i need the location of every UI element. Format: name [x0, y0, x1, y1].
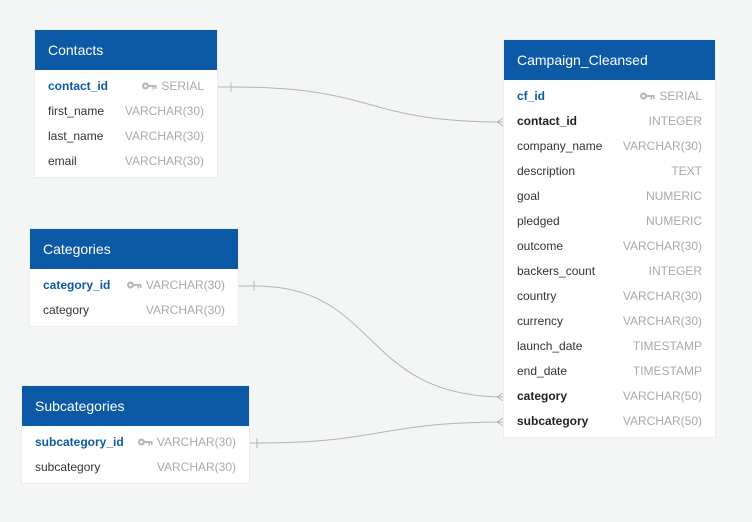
field-last-name[interactable]: last_name VARCHAR(30) [35, 124, 217, 149]
field-name: cf_id [517, 89, 546, 103]
field-name: backers_count [517, 264, 596, 278]
field-goal[interactable]: goal NUMERIC [504, 184, 715, 209]
table-title[interactable]: Subcategories [22, 386, 249, 426]
field-name: contact_id [48, 79, 109, 93]
field-type: INTEGER [648, 114, 702, 128]
field-type: TIMESTAMP [632, 339, 702, 353]
key-icon [141, 81, 157, 91]
field-category[interactable]: category VARCHAR(50) [504, 384, 715, 409]
field-name: email [48, 154, 77, 168]
key-icon [639, 91, 655, 101]
field-category-id[interactable]: category_id VARCHAR(30) [30, 273, 238, 298]
field-contact-id[interactable]: contact_id INTEGER [504, 109, 715, 134]
field-type: VARCHAR(30) [622, 239, 702, 253]
field-backers-count[interactable]: backers_count INTEGER [504, 259, 715, 284]
field-name: subcategory_id [35, 435, 124, 449]
field-type: INTEGER [648, 264, 702, 278]
field-name: category [43, 303, 90, 317]
field-name: subcategory [517, 414, 589, 428]
field-subcategory[interactable]: subcategory VARCHAR(30) [22, 455, 249, 480]
field-pledged[interactable]: pledged NUMERIC [504, 209, 715, 234]
field-name: company_name [517, 139, 603, 153]
field-name: pledged [517, 214, 560, 228]
field-name: description [517, 164, 576, 178]
field-type: NUMERIC [646, 189, 702, 203]
field-type-label: SERIAL [161, 79, 204, 93]
table-title[interactable]: Contacts [35, 30, 217, 70]
field-type: VARCHAR(30) [622, 139, 702, 153]
key-icon [126, 280, 142, 290]
field-name: end_date [517, 364, 568, 378]
field-name: currency [517, 314, 564, 328]
field-type: VARCHAR(30) [145, 303, 225, 317]
field-type: VARCHAR(30) [622, 289, 702, 303]
field-launch-date[interactable]: launch_date TIMESTAMP [504, 334, 715, 359]
table-campaign-cleansed[interactable]: Campaign_Cleansed cf_id SERIAL contact_i… [504, 40, 715, 437]
field-type: VARCHAR(30) [126, 273, 225, 298]
field-type: TEXT [671, 164, 702, 178]
field-name: last_name [48, 129, 104, 143]
key-icon [137, 437, 153, 447]
field-email[interactable]: email VARCHAR(30) [35, 149, 217, 174]
field-type: NUMERIC [646, 214, 702, 228]
field-subcategory[interactable]: subcategory VARCHAR(50) [504, 409, 715, 434]
field-type-label: SERIAL [659, 89, 702, 103]
field-name: category [517, 389, 568, 403]
field-country[interactable]: country VARCHAR(30) [504, 284, 715, 309]
table-title[interactable]: Categories [30, 229, 238, 269]
table-subcategories[interactable]: Subcategories subcategory_id VARCHAR(30)… [22, 386, 249, 483]
field-contact-id[interactable]: contact_id SERIAL [35, 74, 217, 99]
field-type: VARCHAR(30) [622, 314, 702, 328]
link-contacts-campaign [217, 82, 506, 128]
field-outcome[interactable]: outcome VARCHAR(30) [504, 234, 715, 259]
field-type: VARCHAR(50) [622, 414, 702, 428]
field-cf-id[interactable]: cf_id SERIAL [504, 84, 715, 109]
field-first-name[interactable]: first_name VARCHAR(30) [35, 99, 217, 124]
field-name: subcategory [35, 460, 101, 474]
field-type: SERIAL [141, 74, 204, 99]
field-name: country [517, 289, 557, 303]
field-type: VARCHAR(50) [622, 389, 702, 403]
field-name: first_name [48, 104, 105, 118]
field-type: VARCHAR(30) [137, 430, 236, 455]
field-type: VARCHAR(30) [124, 129, 204, 143]
field-name: goal [517, 189, 540, 203]
field-category[interactable]: category VARCHAR(30) [30, 298, 238, 323]
table-categories[interactable]: Categories category_id VARCHAR(30) categ… [30, 229, 238, 326]
link-subcategories-campaign [249, 416, 506, 448]
field-description[interactable]: description TEXT [504, 159, 715, 184]
field-name: launch_date [517, 339, 583, 353]
table-contacts[interactable]: Contacts contact_id SERIAL first_name VA… [35, 30, 217, 177]
field-name: outcome [517, 239, 564, 253]
field-name: category_id [43, 278, 111, 292]
field-type: VARCHAR(30) [124, 154, 204, 168]
field-type: VARCHAR(30) [124, 104, 204, 118]
field-name: contact_id [517, 114, 578, 128]
table-title[interactable]: Campaign_Cleansed [504, 40, 715, 80]
field-currency[interactable]: currency VARCHAR(30) [504, 309, 715, 334]
link-categories-campaign [238, 281, 506, 403]
field-type: VARCHAR(30) [156, 460, 236, 474]
field-type-label: VARCHAR(30) [145, 278, 225, 292]
field-type: SERIAL [639, 84, 702, 109]
field-subcategory-id[interactable]: subcategory_id VARCHAR(30) [22, 430, 249, 455]
field-company-name[interactable]: company_name VARCHAR(30) [504, 134, 715, 159]
field-end-date[interactable]: end_date TIMESTAMP [504, 359, 715, 384]
field-type: TIMESTAMP [632, 364, 702, 378]
field-type-label: VARCHAR(30) [156, 435, 236, 449]
